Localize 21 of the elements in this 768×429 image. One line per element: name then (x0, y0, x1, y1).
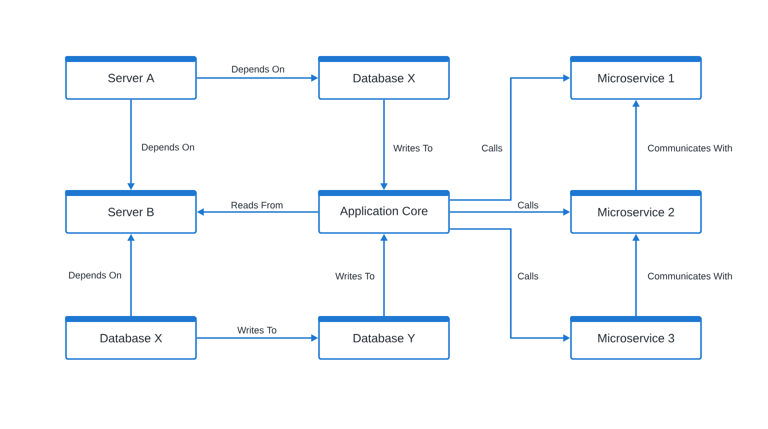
edge-label: Depends On (140, 142, 196, 154)
edge-label: Communicates With (646, 143, 734, 153)
edge-label: Communicates With (646, 271, 734, 281)
edge-label: Depends On (66, 270, 124, 282)
component-box: Server B (65, 190, 197, 234)
edge-label: Calls (516, 271, 540, 281)
component-box: Database X (65, 316, 197, 360)
component-box: Database Y (318, 316, 450, 360)
component-box: Database X (318, 56, 450, 100)
component-box: Application Core (318, 190, 450, 234)
component-box: Server A (65, 56, 197, 100)
component-box: Microservice 1 (570, 56, 702, 100)
edge-label: Depends On (230, 64, 286, 76)
edge-label: Writes To (236, 325, 278, 335)
edge-label: Calls (480, 143, 504, 153)
edge-label: Calls (516, 200, 540, 210)
edge-label: Writes To (392, 143, 434, 153)
component-box: Microservice 3 (570, 316, 702, 360)
edge-label: Writes To (334, 271, 376, 281)
component-box: Microservice 2 (570, 190, 702, 234)
edge-label: Reads From (229, 200, 285, 210)
